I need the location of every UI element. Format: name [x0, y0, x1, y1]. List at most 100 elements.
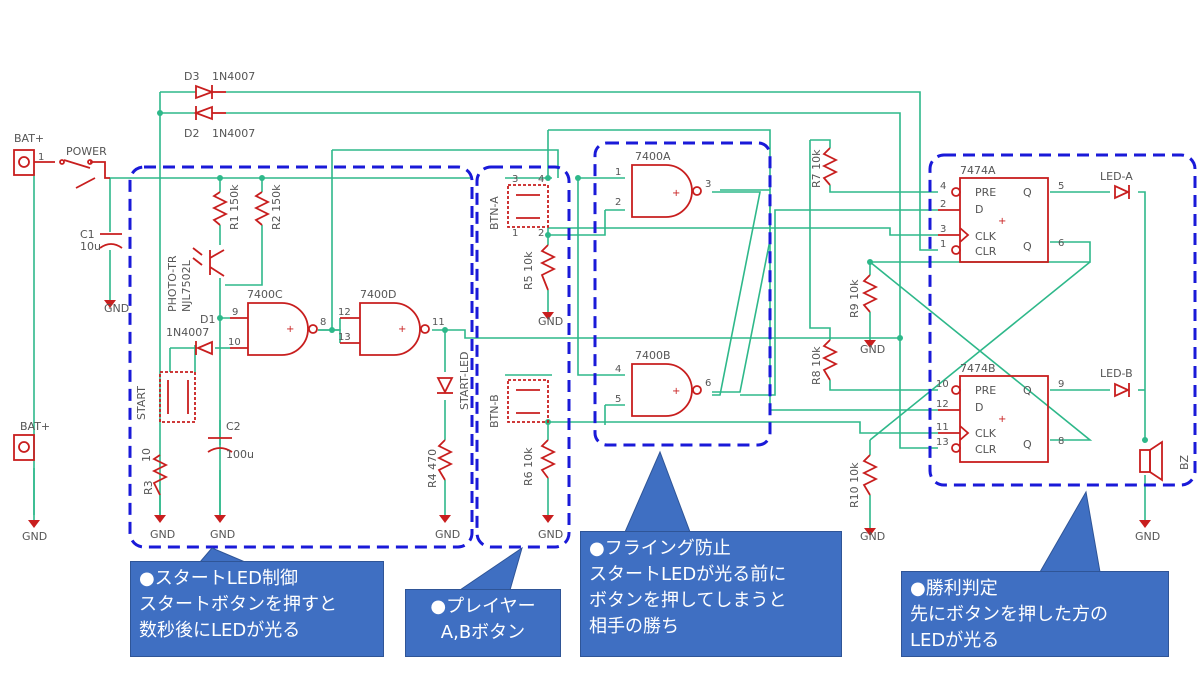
- led-b: LED-B: [1100, 367, 1133, 398]
- resistor-r6: R6 10k: [522, 439, 557, 486]
- callout-player: ●プレイヤー A,Bボタン: [405, 589, 561, 657]
- nand-gate-7400d: 7400D 12 13 11 +: [338, 288, 445, 356]
- svg-text:GND: GND: [104, 302, 129, 315]
- svg-text:PHOTO-TR: PHOTO-TR: [166, 255, 179, 312]
- callout-tails: [198, 450, 1101, 591]
- callout-judge-line2: 先にボタンを押した方の: [910, 604, 1108, 625]
- callout-flying: ●フライング防止 スタートLEDが光る前に ボタンを押してしまうと 相手の勝ち: [580, 531, 842, 657]
- svg-text:7400D: 7400D: [360, 288, 396, 301]
- svg-text:10: 10: [228, 337, 241, 348]
- svg-text:1: 1: [615, 167, 621, 178]
- resistor-r3: R3 10: [140, 448, 169, 496]
- group-borders: [128, 141, 1197, 549]
- svg-text:D2: D2: [184, 127, 199, 140]
- svg-text:5: 5: [615, 394, 621, 405]
- svg-text:+: +: [672, 188, 680, 199]
- button-b: BTN-B: [488, 379, 549, 428]
- resistor-r4: R4 470: [426, 439, 454, 488]
- svg-text:PRE: PRE: [975, 384, 996, 397]
- svg-text:R1 150k: R1 150k: [228, 184, 241, 230]
- svg-text:D: D: [975, 401, 983, 414]
- start-led: START-LED: [436, 352, 471, 410]
- button-a: BTN-A 3 4 1 2: [488, 174, 549, 239]
- svg-text:4: 4: [940, 181, 946, 192]
- svg-text:PRE: PRE: [975, 186, 996, 199]
- callout-start-line2: スタートボタンを押すと: [139, 594, 337, 615]
- callout-start-line1: ●スタートLED制御: [139, 568, 298, 589]
- callout-judge: ●勝利判定 先にボタンを押した方の LEDが光る: [901, 571, 1169, 657]
- svg-text:3: 3: [705, 179, 711, 190]
- svg-text:R8 10k: R8 10k: [810, 346, 823, 385]
- svg-text:GND: GND: [860, 530, 885, 543]
- svg-text:BZ: BZ: [1178, 454, 1191, 470]
- svg-text:Q: Q: [1023, 438, 1032, 451]
- resistor-r2: R2 150k: [253, 184, 283, 230]
- svg-text:8: 8: [320, 317, 326, 328]
- svg-text:CLR: CLR: [975, 443, 997, 456]
- resistor-r1: R1 150k: [211, 184, 241, 230]
- svg-text:START: START: [135, 386, 148, 420]
- svg-text:GND: GND: [538, 528, 563, 541]
- callout-judge-line3: LEDが光る: [910, 630, 1000, 651]
- svg-text:D: D: [975, 203, 983, 216]
- resistor-r5: R5 10k: [522, 244, 557, 291]
- svg-text:3: 3: [940, 224, 946, 235]
- svg-text:LED-A: LED-A: [1100, 170, 1133, 183]
- callout-flying-line3: ボタンを押してしまうと: [589, 590, 787, 611]
- nand-gate-7400c: 7400C 9 10 8 +: [228, 288, 326, 356]
- capacitor-c2: C2 100u: [207, 420, 254, 461]
- svg-text:R5 10k: R5 10k: [522, 251, 535, 290]
- svg-text:100u: 100u: [226, 448, 254, 461]
- svg-text:4: 4: [615, 364, 621, 375]
- svg-text:10u: 10u: [80, 240, 101, 253]
- svg-text:+: +: [998, 216, 1006, 227]
- led-a: LED-A: [1100, 170, 1133, 200]
- svg-text:7400C: 7400C: [247, 288, 283, 301]
- svg-text:D1: D1: [200, 313, 215, 326]
- svg-text:5: 5: [1058, 181, 1064, 192]
- callout-judge-line1: ●勝利判定: [910, 578, 998, 599]
- ground-symbols: GND GND GND GND GND GND GND GND GND GND: [22, 300, 1160, 543]
- callout-player-line1: ●プレイヤー: [430, 596, 536, 617]
- flipflop-7474a: 7474A PRE D CLK CLR Q Q 4 2 3 1 5 6 +: [938, 164, 1064, 263]
- svg-text:13: 13: [936, 437, 949, 448]
- callout-start-led: ●スタートLED制御 スタートボタンを押すと 数秒後にLEDが光る: [130, 561, 384, 657]
- svg-text:GND: GND: [860, 343, 885, 356]
- svg-text:1: 1: [38, 152, 44, 163]
- svg-text:2: 2: [940, 199, 946, 210]
- svg-text:R4 470: R4 470: [426, 449, 439, 488]
- power-switch: POWER: [34, 145, 110, 189]
- svg-text:11: 11: [936, 422, 949, 433]
- svg-text:+: +: [998, 414, 1006, 425]
- svg-text:LED-B: LED-B: [1100, 367, 1133, 380]
- callout-start-line3: 数秒後にLEDが光る: [139, 620, 301, 641]
- svg-text:10: 10: [936, 379, 949, 390]
- battery-top-connector: BAT+ 1: [13, 132, 44, 176]
- svg-text:BAT+: BAT+: [14, 132, 44, 145]
- svg-text:Q: Q: [1023, 186, 1032, 199]
- buzzer: BZ: [1139, 440, 1191, 482]
- svg-text:1N4007: 1N4007: [212, 70, 255, 83]
- nand-gate-7400b: 7400B 4 5 6 +: [615, 349, 711, 417]
- svg-text:GND: GND: [210, 528, 235, 541]
- callout-flying-line1: ●フライング防止: [589, 538, 731, 559]
- flipflop-7474b: 7474B PRE D CLK CLR Q Q 10 12 11 13 9 8 …: [936, 362, 1064, 463]
- svg-text:Q: Q: [1023, 240, 1032, 253]
- resistor-r8: R8 10k: [810, 339, 839, 385]
- capacitor-c1: C1 10u: [80, 228, 123, 253]
- diode-d2: D2 1N4007: [184, 105, 255, 140]
- svg-text:1: 1: [940, 239, 946, 250]
- svg-text:R6 10k: R6 10k: [522, 447, 535, 486]
- svg-text:C2: C2: [226, 420, 241, 433]
- svg-text:GND: GND: [150, 528, 175, 541]
- svg-text:6: 6: [705, 378, 711, 389]
- svg-text:6: 6: [1058, 238, 1064, 249]
- resistor-r10: R10 10k: [848, 454, 879, 508]
- callout-player-line2: A,Bボタン: [440, 622, 526, 643]
- svg-text:13: 13: [338, 332, 351, 343]
- svg-text:R3: R3: [142, 480, 155, 495]
- svg-text:Q: Q: [1023, 384, 1032, 397]
- svg-text:1N4007: 1N4007: [212, 127, 255, 140]
- svg-text:+: +: [398, 324, 406, 335]
